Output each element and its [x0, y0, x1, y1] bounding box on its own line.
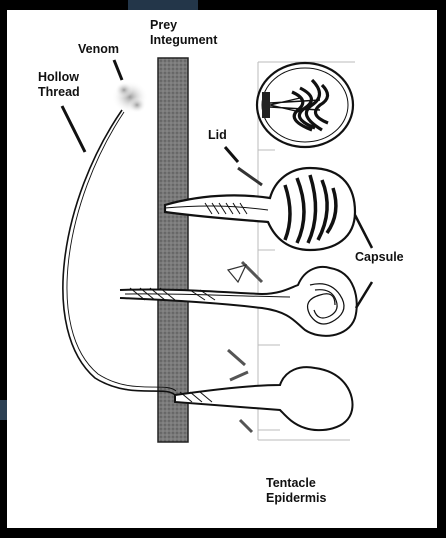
hollow-thread-label: Hollow Thread — [38, 70, 80, 100]
scan-artifact-top — [128, 0, 198, 10]
capsule-label: Capsule — [355, 250, 404, 265]
tentacle-epidermis-label: Tentacle Epidermis — [266, 476, 326, 506]
venom-cloud — [112, 81, 148, 113]
scan-artifact-left — [0, 400, 7, 420]
prey-integument-label: Prey Integument — [150, 18, 217, 48]
capsule-top-undischarged — [257, 63, 353, 147]
lid-label: Lid — [208, 128, 227, 143]
prey-integument-bar — [158, 58, 188, 442]
venom-label: Venom — [78, 42, 119, 57]
